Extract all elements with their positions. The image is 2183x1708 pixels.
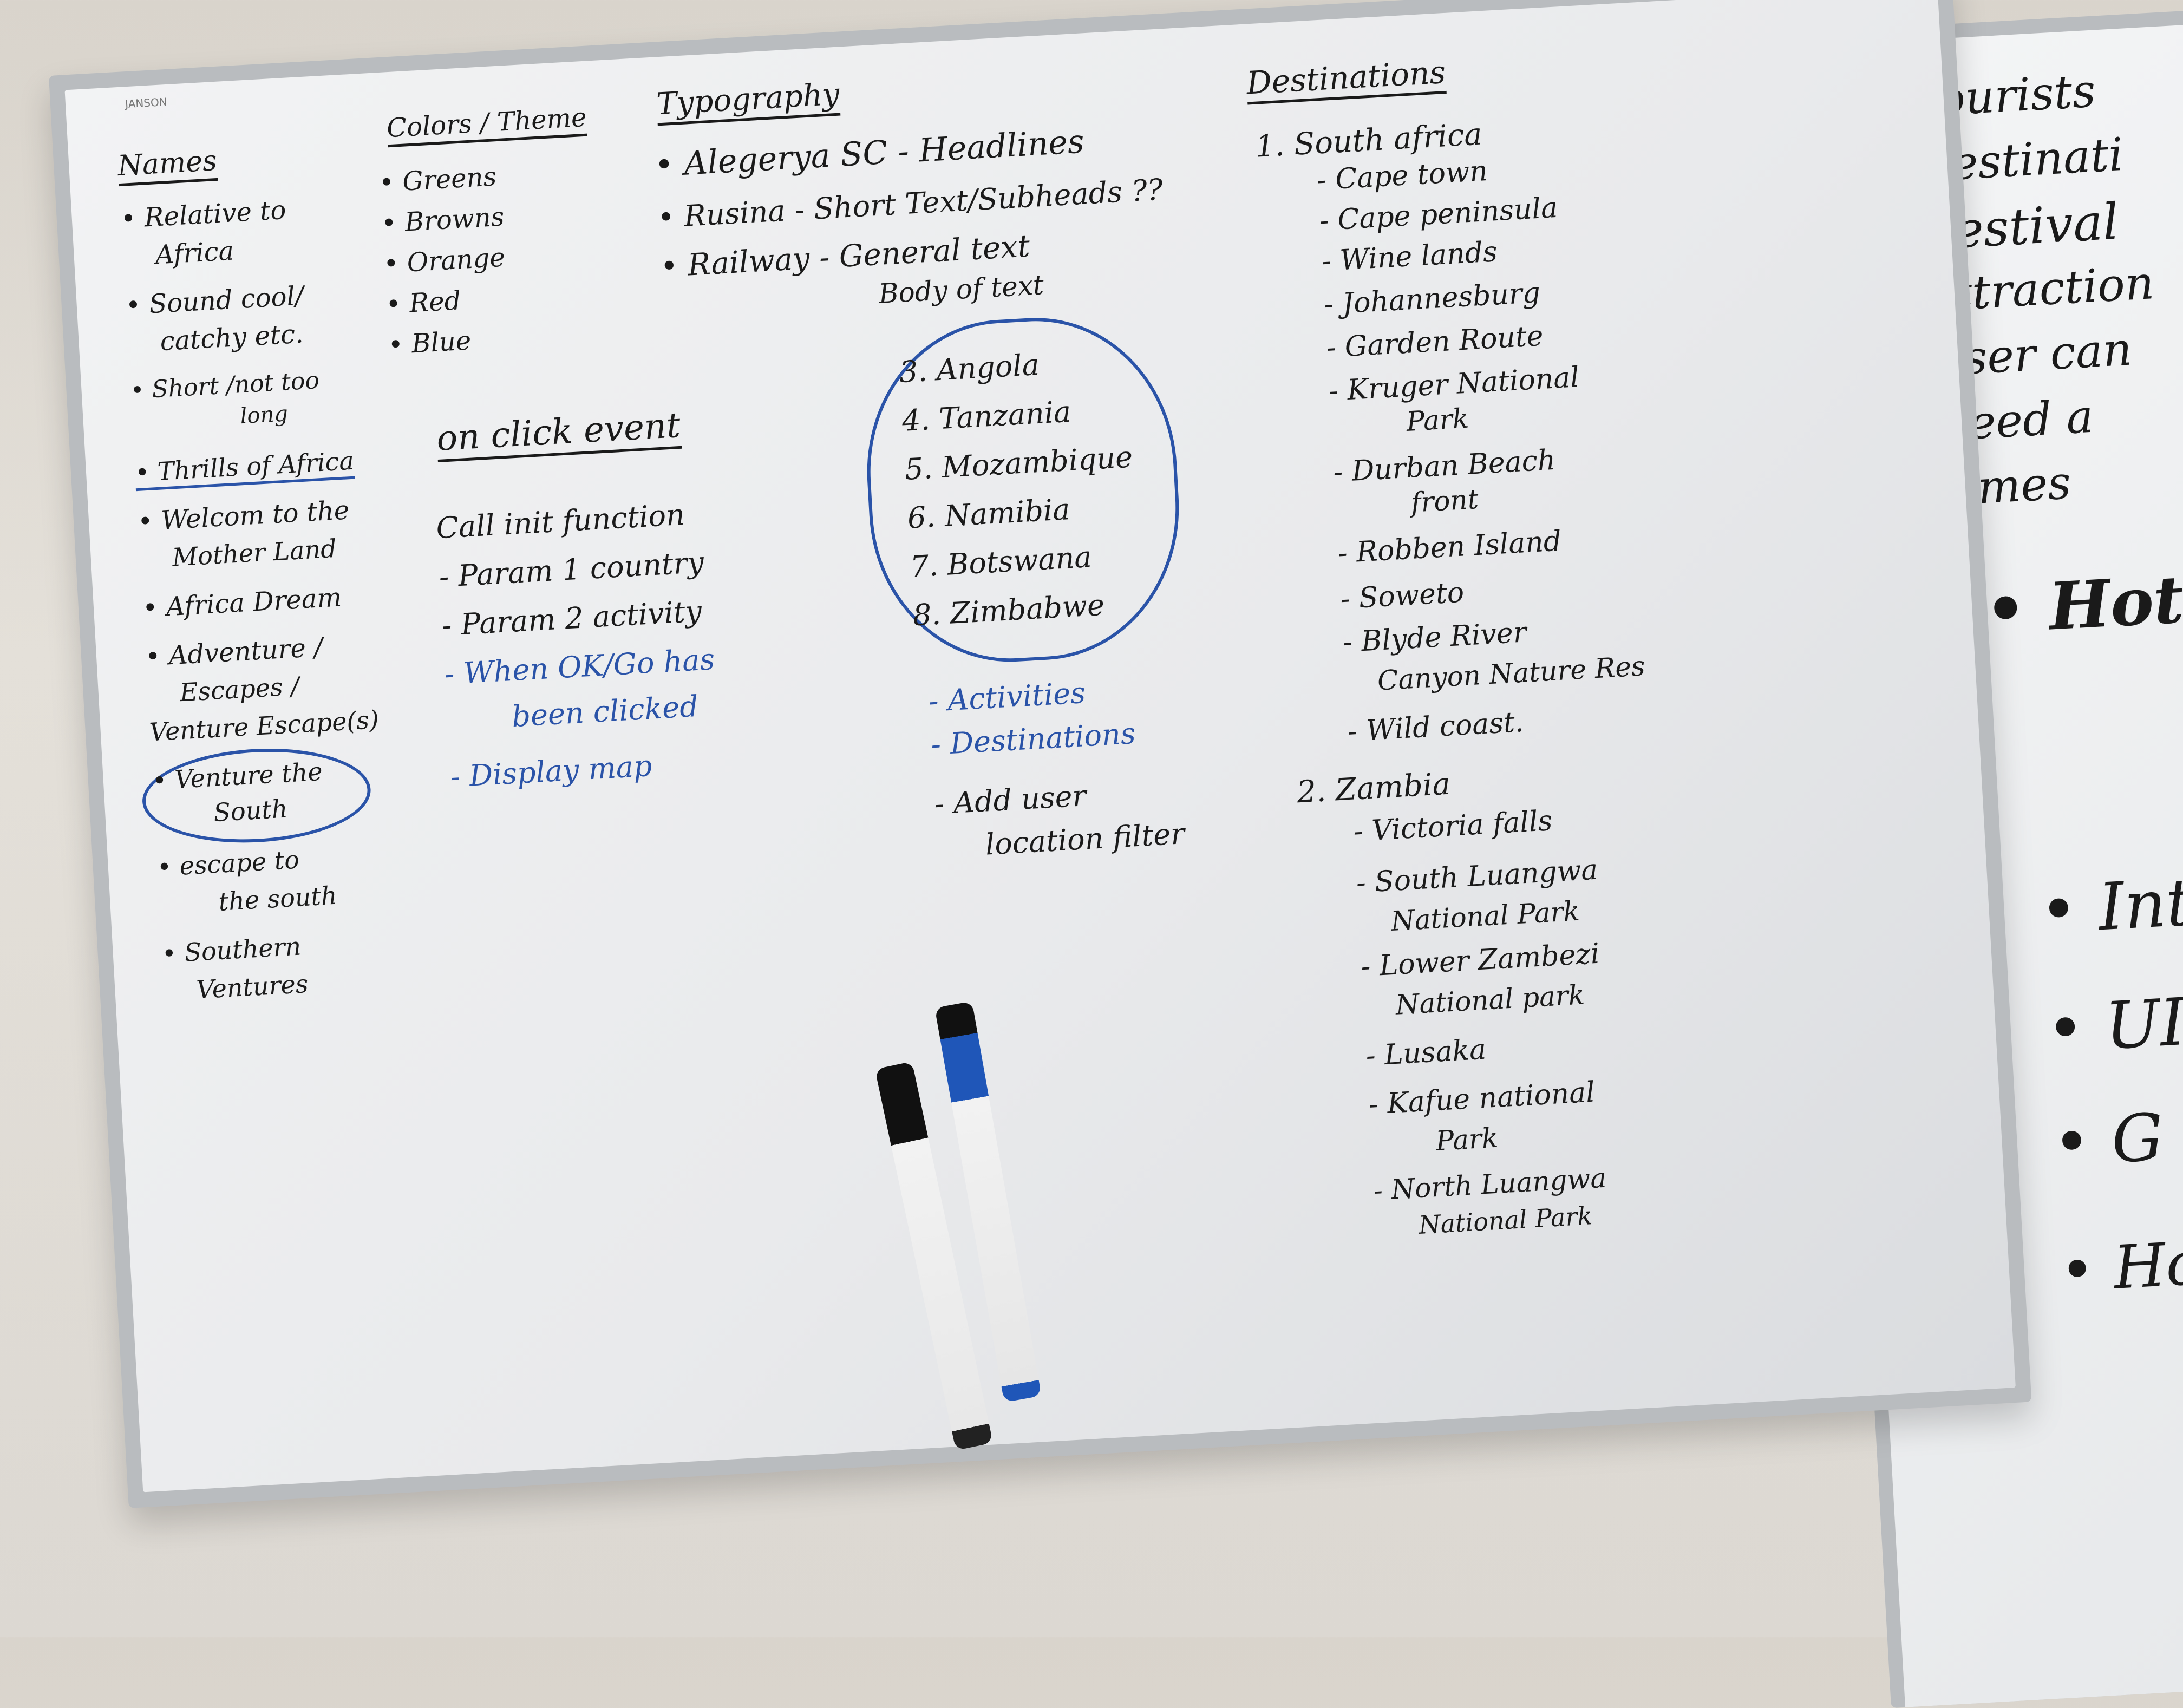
destination-item: - Kruger National [1328, 361, 1580, 408]
destination-item: - Soweto [1339, 576, 1465, 616]
filter-item: location filter [984, 816, 1186, 862]
color-item: • Red [385, 285, 462, 320]
names-item: • Welcom to the [136, 495, 350, 538]
color-item: • Orange [382, 242, 506, 279]
names-item: • Sound cool/ [125, 280, 305, 321]
names-item: • Short /not too [129, 367, 321, 405]
destination-item: - Wild coast. [1347, 705, 1525, 748]
filter-item: - Add user [933, 778, 1087, 821]
destination-item: - Kafue national [1368, 1076, 1596, 1121]
destination-item: Park [1435, 1122, 1499, 1157]
destination-item: - North Luangwa [1372, 1162, 1607, 1207]
typography-row: • Rusina - Short Text/Subheads ?? [656, 172, 1164, 235]
typography-row: Body of text [878, 269, 1045, 310]
names-item: • Relative to [120, 194, 287, 234]
color-item: • Greens [378, 161, 498, 199]
brand-label: JANSON [125, 95, 168, 111]
destination-item: - Cape peninsula [1318, 191, 1559, 238]
destination-item: - Durban Beach [1332, 443, 1557, 489]
right-item: • G [2050, 1100, 2166, 1181]
destination-item: 2. Zambia [1296, 766, 1452, 810]
names-item: catchy etc. [159, 318, 304, 357]
names-item: Africa [154, 235, 235, 271]
names-item: Venture Escape(s) [148, 704, 380, 747]
names-item: Ventures [195, 968, 309, 1005]
destination-item: - Lower Zambezi [1360, 937, 1600, 984]
names-item: • Africa Dream [141, 582, 343, 624]
destination-item: National park [1395, 979, 1586, 1021]
destination-item: Canyon Nature Res [1376, 650, 1646, 697]
names-item: • escape to [156, 845, 300, 882]
right-item: • UI [2044, 984, 2183, 1068]
onclick-item-blue: - When OK/Go has [443, 642, 716, 691]
destination-item: National Park [1390, 895, 1581, 938]
whiteboard-surface: JANSON Names • Relative to Africa • Soun… [64, 0, 2016, 1493]
country-item: 6. Namibia [906, 492, 1071, 535]
filter-item-blue: - Activities [927, 675, 1087, 719]
destination-item: - Wine lands [1321, 235, 1499, 278]
destination-item: front [1410, 483, 1480, 519]
country-item: 3. Angola [898, 347, 1041, 390]
names-item: • Adventure / [144, 632, 324, 672]
names-item: Mother Land [171, 533, 337, 572]
destination-item: - Victoria falls [1352, 804, 1553, 848]
onclick-heading: on click event [436, 405, 682, 462]
onclick-item-blue: - Display map [449, 748, 653, 794]
colors-heading: Colors / Theme [386, 102, 588, 148]
names-heading: Names [117, 145, 218, 187]
filter-item-blue: - Destinations [930, 716, 1136, 762]
onclick-item: - Param 1 country [438, 545, 705, 594]
color-item: • Blue [387, 325, 472, 361]
onclick-item-blue: been clicked [511, 689, 700, 734]
destination-item: - Johannesburg [1323, 276, 1541, 322]
destination-item: - Blyde River [1342, 616, 1528, 659]
destination-item: National Park [1417, 1201, 1593, 1240]
names-item: • Southern [161, 931, 302, 968]
destination-item: 1. South africa [1254, 116, 1483, 165]
names-item: the south [218, 880, 338, 917]
destination-item: - Lusaka [1365, 1033, 1487, 1072]
main-whiteboard: JANSON Names • Relative to Africa • Soun… [49, 0, 2032, 1508]
destination-item: - South Luangwa [1355, 853, 1599, 900]
right-item: • Ho [2057, 1228, 2183, 1306]
names-item: South [212, 794, 289, 828]
names-item: long [239, 401, 289, 429]
names-item-underlined: • Thrills of Africa [134, 446, 355, 492]
onclick-item: Call init function [435, 497, 686, 546]
destinations-heading: Destinations [1245, 54, 1447, 105]
color-item: • Browns [380, 201, 505, 239]
destination-item: - Cape town [1316, 154, 1489, 197]
typography-row: • Alegerya SC - Headlines [653, 122, 1086, 185]
destination-item: - Robben Island [1337, 525, 1563, 570]
names-item: Escapes / [179, 671, 300, 708]
right-item: • Hot [1983, 561, 2183, 649]
typography-heading: Typography [656, 77, 841, 126]
right-item: • Int [2037, 865, 2183, 949]
onclick-item: - Param 2 activity [441, 594, 703, 643]
destination-item: - Garden Route [1325, 319, 1545, 365]
destination-item: Park [1405, 402, 1470, 437]
